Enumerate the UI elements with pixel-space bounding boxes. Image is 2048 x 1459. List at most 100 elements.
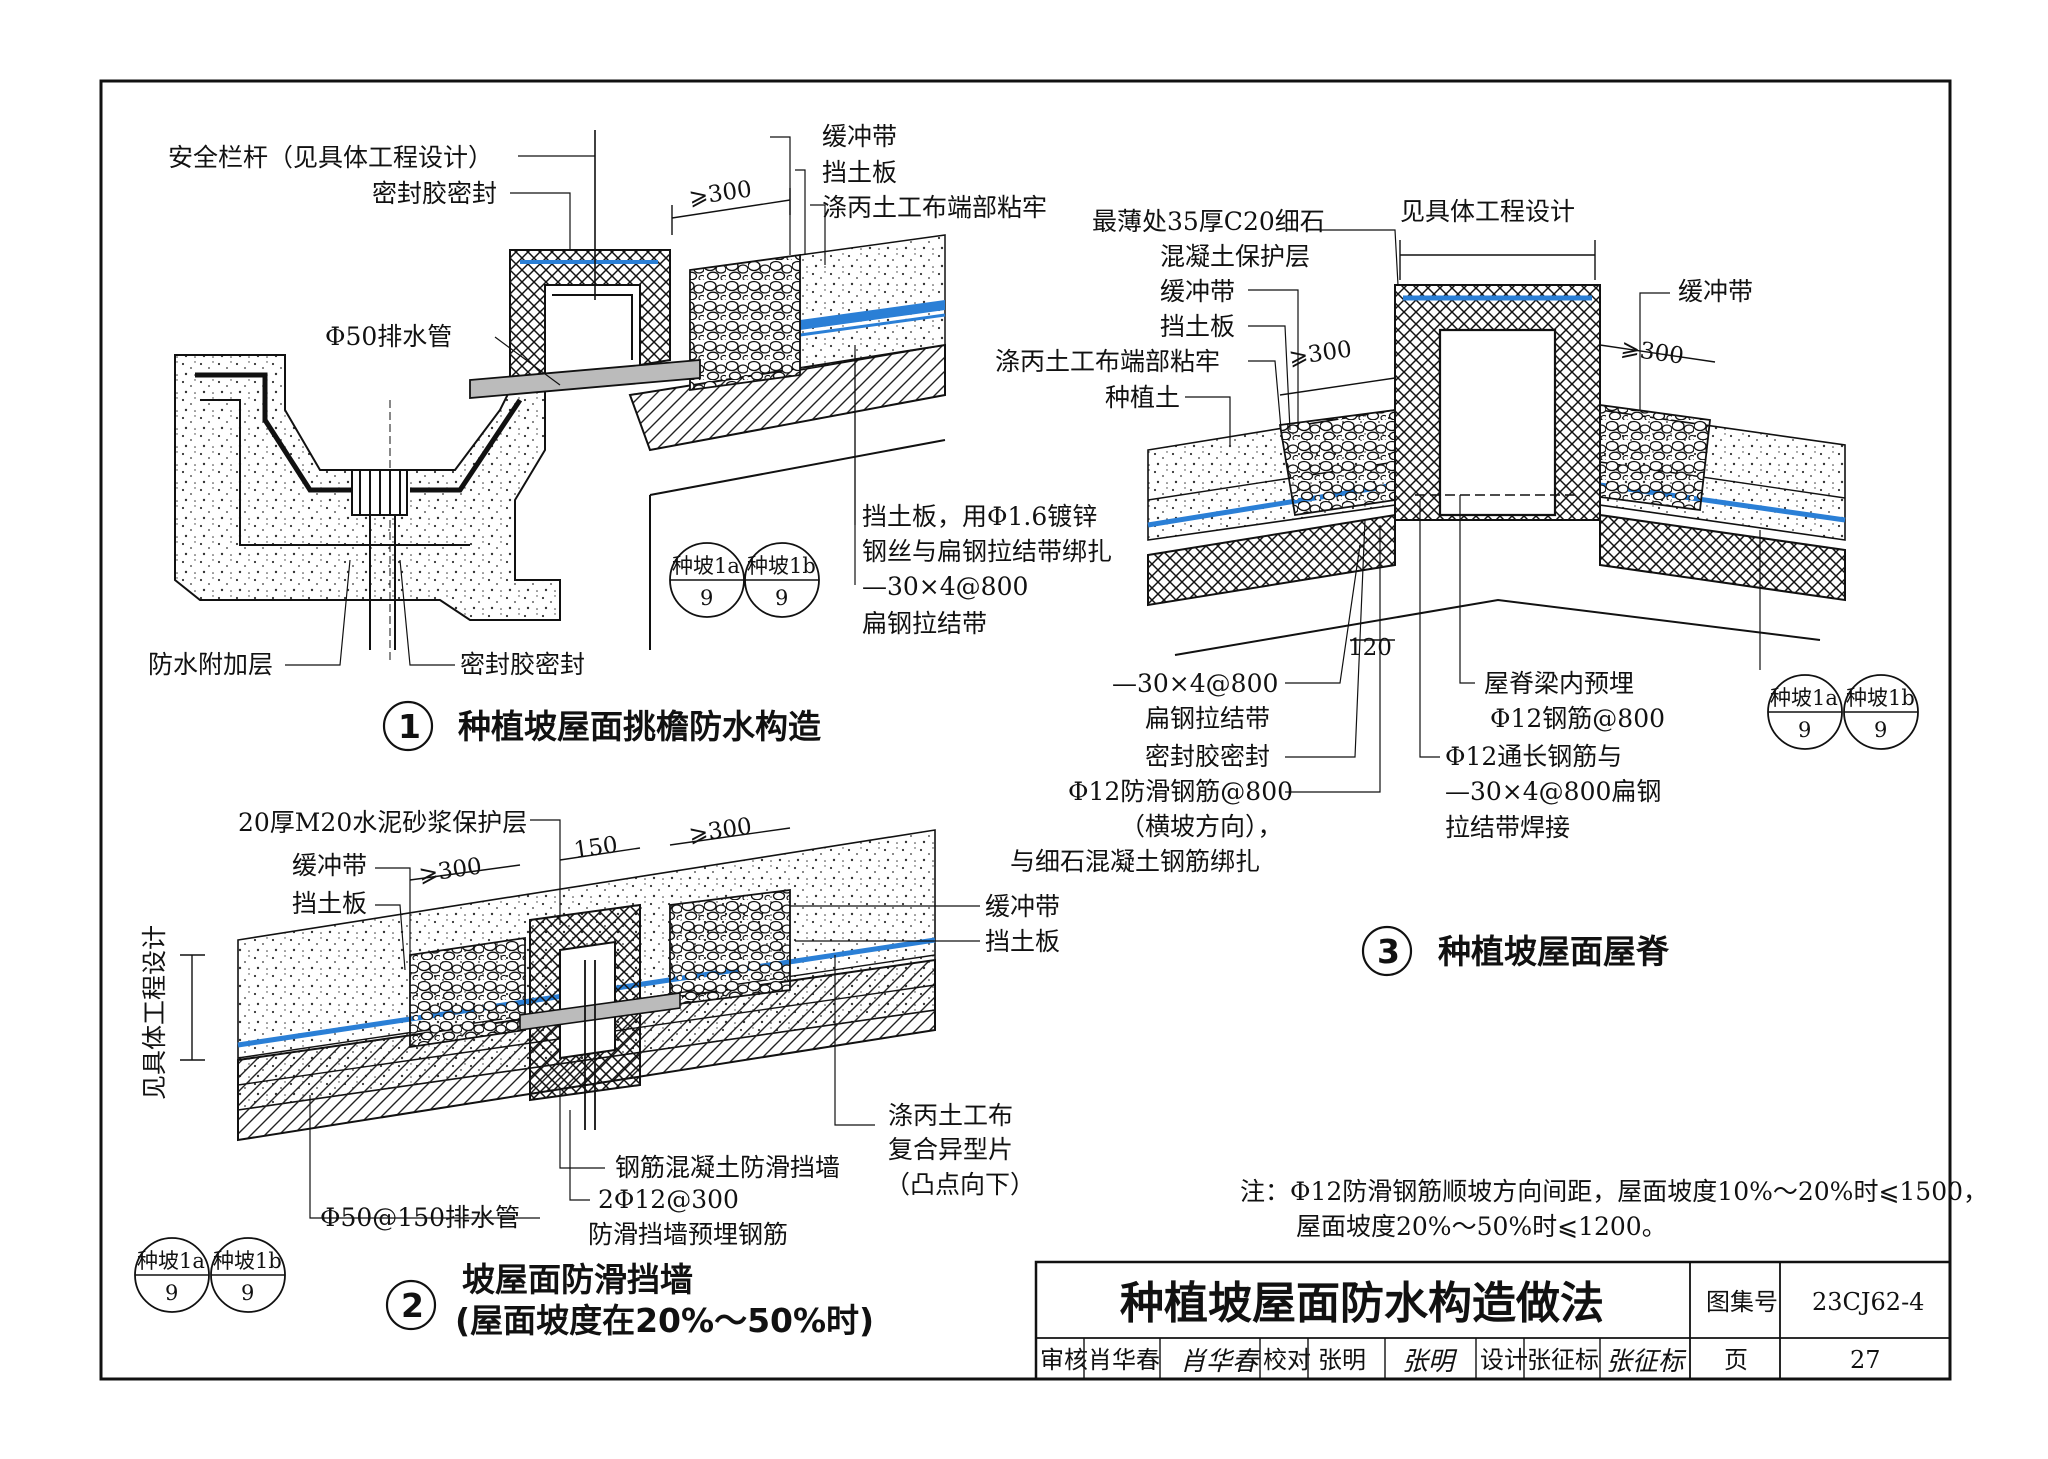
design-name: 张征标	[1527, 1346, 1599, 1374]
label-flat-steel1: —30×4@800	[1112, 669, 1278, 698]
detail-1-labels: 安全栏杆（见具体工程设计） 密封胶密封 Φ50排水管 缓冲带 挡土板 涤丙土工布…	[148, 122, 1112, 752]
label-retaining-left: 挡土板	[292, 889, 367, 918]
detail-2-title-2: (屋面坡度在20%～50%时)	[455, 1301, 874, 1340]
label-ridge1: 屋脊梁内预埋	[1484, 669, 1634, 698]
sheet-border	[99, 79, 1952, 1381]
label-thin1: 最薄处35厚C20细石	[1092, 207, 1325, 236]
label-railing: 安全栏杆（见具体工程设计）	[168, 143, 493, 172]
label-dim300-left: ⩾300	[417, 853, 483, 888]
roof-slab-right	[1599, 513, 1846, 602]
design-signature: 张征标	[1606, 1347, 1687, 1377]
note-block: 注：Φ12防滑钢筋顺坡方向间距，屋面坡度10%～20%时⩽1500， 屋面坡度2…	[1240, 1177, 1988, 1241]
label-buffer-right: 缓冲带	[985, 892, 1060, 921]
atlas-label: 图集号	[1706, 1288, 1778, 1316]
detail-3-title: 种植坡屋面屋脊	[1438, 932, 1670, 971]
page-number: 27	[1850, 1346, 1881, 1374]
detail-3-drawing	[1147, 229, 1846, 793]
svg-text:种坡1a: 种坡1a	[672, 554, 740, 578]
label-flat-steel1: —30×4@800	[862, 572, 1028, 601]
label-geo2: 复合异型片	[888, 1135, 1013, 1164]
svg-text:种坡1b: 种坡1b	[1846, 686, 1915, 710]
review-signature: 肖华春	[1180, 1347, 1261, 1377]
label-see-design: 见具体工程设计	[1400, 197, 1575, 226]
gravel-buffer-left	[409, 936, 526, 1049]
label-dim120: 120	[1348, 635, 1392, 661]
design-label: 设计	[1480, 1346, 1528, 1374]
detail-3-number-circle	[1361, 925, 1413, 977]
detail-2-title-1: 坡屋面防滑挡墙	[462, 1260, 693, 1299]
page-label: 页	[1724, 1346, 1748, 1374]
svg-text:9: 9	[1798, 718, 1811, 742]
label-dim300-right: ⩾300	[687, 813, 753, 848]
detail-3-number: 3	[1377, 932, 1400, 971]
svg-text:9: 9	[241, 1281, 254, 1305]
label-long3: 拉结带焊接	[1445, 813, 1570, 842]
detail-2-labels: 20厚M20水泥砂浆保护层 缓冲带 挡土板 ⩾300 150 ⩾300 缓冲带 …	[134, 808, 1060, 1340]
svg-text:9: 9	[165, 1281, 178, 1305]
detail-2-drawing	[180, 819, 980, 1219]
label-mortar: 20厚M20水泥砂浆保护层	[238, 808, 527, 837]
label-antislip3: 与细石混凝土钢筋绑扎	[1010, 847, 1260, 876]
check-signature: 张明	[1402, 1347, 1458, 1377]
roof-slab-left	[1147, 513, 1396, 607]
label-soil: 种植土	[1105, 383, 1180, 412]
label-rc-wall: 钢筋混凝土防滑挡墙	[615, 1153, 840, 1182]
svg-text:种坡1a: 种坡1a	[1770, 686, 1838, 710]
svg-text:种坡1b: 种坡1b	[213, 1249, 282, 1273]
label-flat-steel2: 扁钢拉结带	[862, 609, 987, 638]
drain-pipe	[519, 992, 681, 1031]
detail-1-ref-2[interactable]: 种坡1b 9	[744, 542, 820, 618]
detail-2-number-circle	[385, 1279, 437, 1331]
label-buffer-left: 缓冲带	[292, 851, 367, 880]
detail-2-number: 2	[401, 1286, 424, 1325]
label-retaining-left: 挡土板	[1160, 312, 1235, 341]
sheet-title: 种植坡屋面防水构造做法	[1120, 1278, 1604, 1329]
note-line-1: 注：Φ12防滑钢筋顺坡方向间距，屋面坡度10%～20%时⩽1500，	[1240, 1177, 1988, 1206]
label-drain: Φ50@150排水管	[320, 1203, 520, 1232]
drain-pipe	[469, 359, 701, 399]
svg-text:9: 9	[700, 586, 713, 610]
label-board-tie1: 挡土板，用Φ1.6镀锌	[862, 502, 1097, 531]
label-geo1: 涤丙土工布	[888, 1101, 1013, 1130]
detail-1-title: 种植坡屋面挑檐防水构造	[458, 707, 821, 746]
label-buffer-right: 缓冲带	[1678, 277, 1753, 306]
waterproof-line	[799, 313, 946, 337]
detail-1-number: 1	[398, 707, 421, 746]
label-dim300-left: ⩾300	[1287, 336, 1353, 371]
label-rebar2: 防滑挡墙预埋钢筋	[588, 1220, 788, 1249]
detail-2-ref-2[interactable]: 种坡1b 9	[210, 1237, 286, 1313]
label-additional-layer: 防水附加层	[148, 650, 273, 679]
detail-1-ref-1[interactable]: 种坡1a 9	[669, 542, 745, 618]
atlas-number: 23CJ62-4	[1812, 1288, 1924, 1316]
label-thin2: 混凝土保护层	[1160, 242, 1310, 271]
detail-3-ref-2[interactable]: 种坡1b 9	[1843, 674, 1919, 750]
label-antislip2: （横坡方向），	[1120, 812, 1283, 841]
label-see-design-vertical: 见具体工程设计	[140, 925, 169, 1100]
label-geotextile-end: 涤丙土工布端部粘牢	[995, 347, 1220, 376]
label-flat-steel2: 扁钢拉结带	[1145, 704, 1270, 733]
svg-text:种坡1a: 种坡1a	[137, 1249, 205, 1273]
svg-text:9: 9	[775, 586, 788, 610]
label-buffer-left: 缓冲带	[1160, 277, 1235, 306]
label-ridge2: Φ12钢筋@800	[1490, 704, 1665, 733]
label-retaining: 挡土板	[822, 158, 897, 187]
label-long2: —30×4@800扁钢	[1445, 777, 1661, 806]
label-dim300: ⩾300	[687, 176, 753, 211]
label-long1: Φ12通长钢筋与	[1445, 742, 1622, 771]
detail-3-labels: 最薄处35厚C20细石 混凝土保护层 见具体工程设计 缓冲带 挡土板 涤丙土工布…	[995, 197, 1919, 977]
label-sealant-top: 密封胶密封	[372, 179, 497, 208]
gravel-buffer-left	[1278, 408, 1396, 517]
detail-3-ref-1[interactable]: 种坡1a 9	[1767, 674, 1843, 750]
label-retaining-right: 挡土板	[985, 927, 1060, 956]
drain-board	[800, 300, 945, 330]
check-name: 张明	[1318, 1346, 1366, 1374]
review-label: 审核	[1040, 1346, 1088, 1374]
label-drain-pipe: Φ50排水管	[325, 322, 452, 351]
detail-2-ref-1[interactable]: 种坡1a 9	[134, 1237, 210, 1313]
note-line-2: 屋面坡度20%～50%时⩽1200。	[1296, 1212, 1667, 1241]
label-sealant-bottom: 密封胶密封	[460, 650, 585, 679]
svg-text:种坡1b: 种坡1b	[747, 554, 816, 578]
label-dim300-right: ⩾300	[1619, 335, 1685, 370]
label-geo3: （凸点向下）	[885, 1170, 1035, 1199]
